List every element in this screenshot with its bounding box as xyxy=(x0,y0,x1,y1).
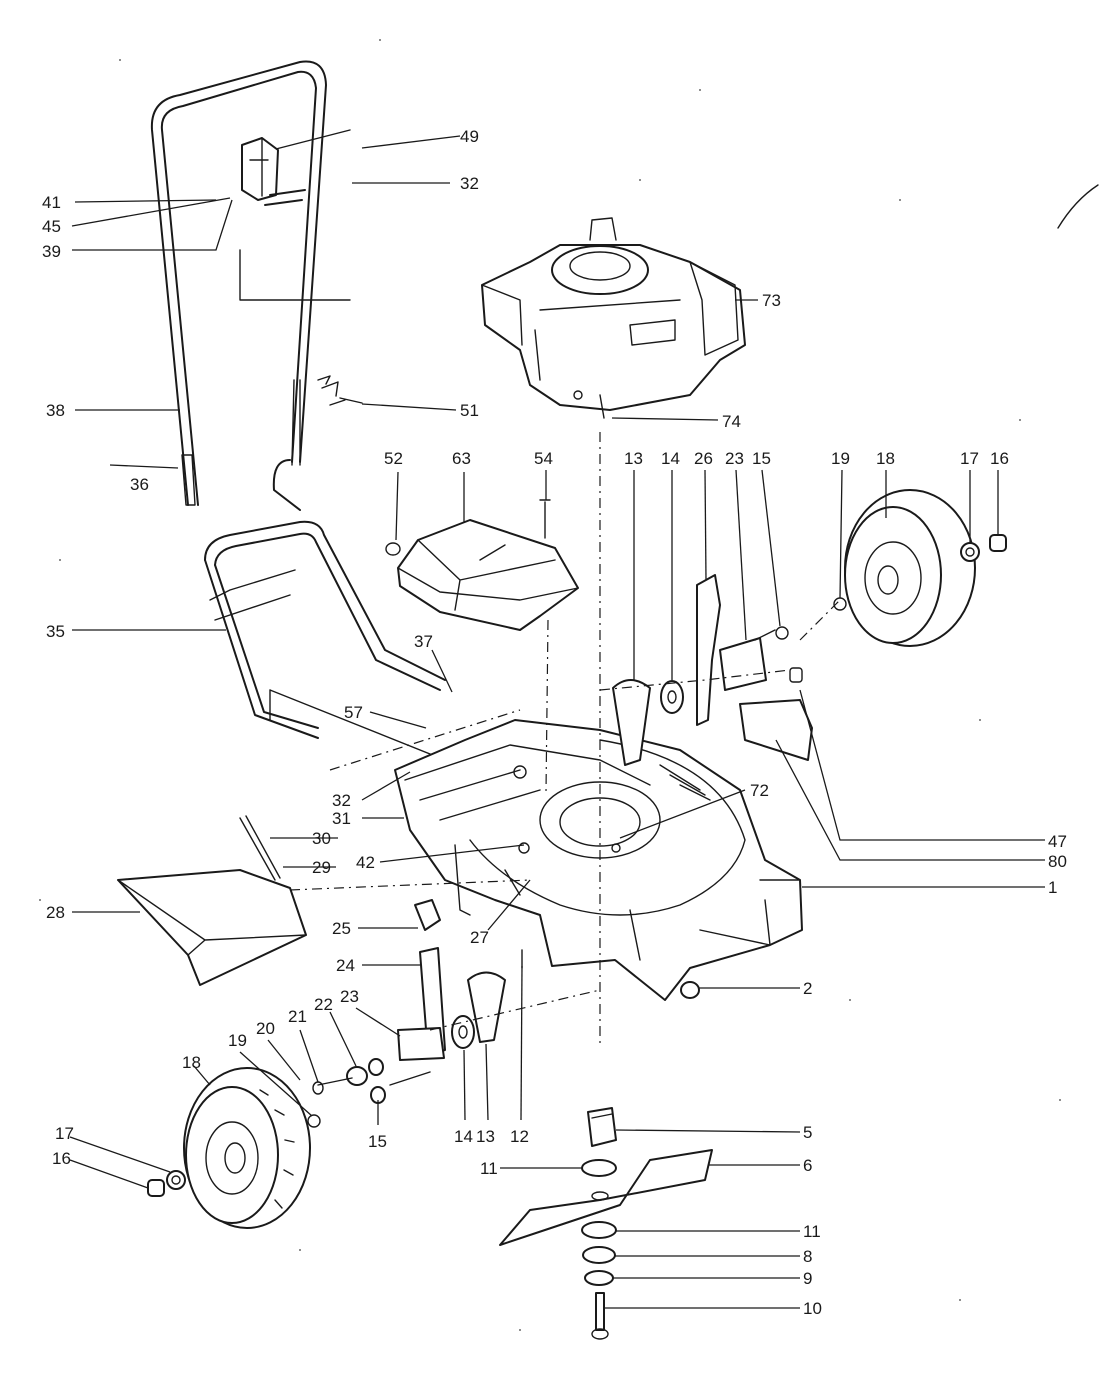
part-number-labels: 49 32 41 45 39 73 38 51 74 36 52 63 54 1… xyxy=(42,127,1067,1318)
part-label: 35 xyxy=(46,622,65,641)
leader-lines xyxy=(69,135,1045,1309)
part-label: 38 xyxy=(46,401,65,420)
part-label: 19 xyxy=(831,449,850,468)
part-label: 16 xyxy=(990,449,1009,468)
part-label: 39 xyxy=(42,242,61,261)
part-label: 18 xyxy=(182,1053,201,1072)
rear-cover xyxy=(385,499,579,631)
mower-deck xyxy=(394,719,803,1001)
part-label: 63 xyxy=(452,449,471,468)
control-bracket xyxy=(241,137,306,206)
part-label: 57 xyxy=(344,703,363,722)
part-label: 27 xyxy=(470,928,489,947)
blade-assembly xyxy=(499,1107,713,1340)
part-label: 14 xyxy=(454,1127,473,1146)
part-label: 72 xyxy=(750,781,769,800)
part-label: 41 xyxy=(42,193,61,212)
lower-handle xyxy=(204,520,521,791)
part-label: 22 xyxy=(314,995,333,1014)
part-label: 14 xyxy=(661,449,680,468)
part-label: 26 xyxy=(694,449,713,468)
part-label: 1 xyxy=(1048,878,1057,897)
part-label: 9 xyxy=(803,1269,812,1288)
part-label: 24 xyxy=(336,956,355,975)
part-label: 17 xyxy=(960,449,979,468)
part-label: 29 xyxy=(312,858,331,877)
part-label: 49 xyxy=(460,127,479,146)
part-label: 28 xyxy=(46,903,65,922)
engine xyxy=(481,217,746,419)
part-label: 21 xyxy=(288,1007,307,1026)
part-label: 8 xyxy=(803,1247,812,1266)
part-label: 37 xyxy=(414,632,433,651)
part-label: 47 xyxy=(1048,832,1067,851)
paper-specks xyxy=(39,39,1061,1331)
part-label: 54 xyxy=(534,449,553,468)
part-label: 19 xyxy=(228,1031,247,1050)
part-label: 12 xyxy=(510,1127,529,1146)
part-label: 11 xyxy=(803,1222,821,1241)
part-label: 80 xyxy=(1048,852,1067,871)
part-label: 31 xyxy=(332,809,351,828)
part-label: 32 xyxy=(460,174,479,193)
part-label: 18 xyxy=(876,449,895,468)
upper-handle xyxy=(150,60,351,511)
part-label: 13 xyxy=(624,449,643,468)
part-label: 20 xyxy=(256,1019,275,1038)
cable-clip xyxy=(317,375,363,406)
part-label: 13 xyxy=(476,1127,495,1146)
part-label: 15 xyxy=(368,1132,387,1151)
part-label: 23 xyxy=(725,449,744,468)
part-label: 15 xyxy=(752,449,771,468)
part-label: 74 xyxy=(722,412,741,431)
discharge-chute xyxy=(117,815,307,986)
part-label: 45 xyxy=(42,217,61,236)
part-label: 25 xyxy=(332,919,351,938)
part-label: 16 xyxy=(52,1149,71,1168)
part-label: 51 xyxy=(460,401,479,420)
part-label: 42 xyxy=(356,853,375,872)
part-label: 73 xyxy=(762,291,781,310)
height-adjust-right xyxy=(612,574,813,766)
part-label: 2 xyxy=(803,979,812,998)
part-label: 36 xyxy=(130,475,149,494)
wheel-left xyxy=(147,1067,311,1229)
part-label: 10 xyxy=(803,1299,822,1318)
part-label: 17 xyxy=(55,1124,74,1143)
corner-arc xyxy=(1057,184,1099,229)
part-label: 5 xyxy=(803,1123,812,1142)
part-label: 32 xyxy=(332,791,351,810)
part-label: 52 xyxy=(384,449,403,468)
part-label: 11 xyxy=(480,1159,498,1178)
part-label: 30 xyxy=(312,829,331,848)
part-label: 23 xyxy=(340,987,359,1006)
part-label: 6 xyxy=(803,1156,812,1175)
wheel-right xyxy=(833,489,1007,647)
assembly-centerlines xyxy=(289,432,841,1045)
